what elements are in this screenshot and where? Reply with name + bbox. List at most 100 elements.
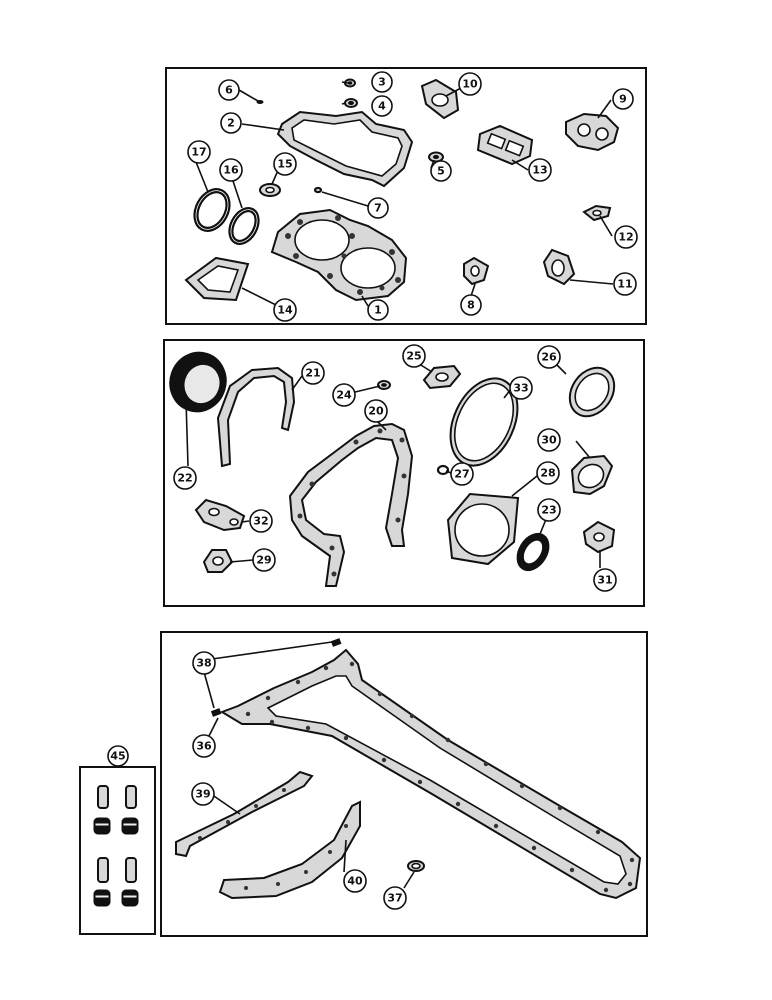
callout-8: 8 [460, 294, 482, 316]
valve-stem-seal-2 [121, 785, 139, 835]
small-seal-6 [256, 100, 264, 104]
washer-4-hole [348, 100, 354, 106]
svg-text:25: 25 [406, 350, 421, 363]
small-o-ring-7 [313, 186, 323, 194]
svg-text:45: 45 [110, 750, 125, 763]
curved-end-bolt-holes [244, 824, 348, 890]
callout-21: 21 [301, 361, 325, 385]
cover-gasket-30-opening [577, 463, 605, 489]
callout-45: 45 [107, 745, 129, 767]
svg-text:40: 40 [347, 875, 363, 888]
oil-pan-gasket-opening [266, 675, 627, 885]
callout-40: 40 [343, 869, 367, 893]
drain-plug-washer-hole [411, 862, 421, 870]
callout-12: 12 [614, 225, 638, 249]
svg-text:33: 33 [513, 382, 528, 395]
outlet-gasket-opening [431, 93, 449, 107]
washer-24-hole [381, 383, 387, 387]
side-rail-bolt-holes [198, 788, 286, 840]
callout-28: 28 [536, 461, 560, 485]
callout-32: 32 [249, 509, 273, 533]
timing-cover-bolt-holes [297, 428, 407, 577]
cylinder-bore-1 [294, 219, 350, 261]
callout-9: 9 [612, 88, 634, 110]
oil-seal-23-bore [522, 539, 544, 565]
svg-text:9: 9 [619, 93, 627, 106]
exhaust-port-1 [577, 123, 591, 137]
svg-text:36: 36 [196, 740, 212, 753]
callout-15: 15 [273, 152, 297, 176]
corner-seal-lower [210, 708, 222, 717]
callout-7: 7 [367, 197, 389, 219]
svg-text:2: 2 [227, 117, 235, 130]
callout-13: 13 [528, 158, 552, 182]
small-flange-opening [470, 265, 480, 277]
callout-25: 25 [402, 344, 426, 368]
small-flange-31-opening [593, 532, 605, 542]
callout-14: 14 [273, 298, 297, 322]
cover-gasket-26-opening [574, 372, 610, 412]
callout-33: 33 [509, 376, 533, 400]
svg-text:29: 29 [256, 554, 271, 567]
o-ring-medium-inner [231, 210, 257, 242]
o-ring-large-inner [196, 191, 228, 229]
head-gasket-bolt-holes [285, 215, 401, 295]
exhaust-flange-gasket [565, 112, 620, 152]
svg-text:10: 10 [462, 78, 478, 91]
callout-30: 30 [537, 428, 561, 452]
elongated-flange-hole-1 [208, 507, 220, 517]
svg-text:8: 8 [467, 299, 475, 312]
svg-text:38: 38 [196, 657, 211, 670]
callout-38: 38 [192, 651, 216, 675]
svg-text:32: 32 [253, 515, 268, 528]
o-ring-large [193, 188, 231, 232]
svg-text:17: 17 [191, 146, 206, 159]
callout-16: 16 [219, 158, 243, 182]
corner-seal-upper [330, 638, 342, 647]
timing-cover-gasket [288, 422, 414, 587]
oil-pan-bolt-holes [245, 661, 635, 893]
svg-text:21: 21 [305, 367, 320, 380]
o-ring-medium [228, 207, 260, 245]
svg-text:39: 39 [195, 788, 210, 801]
callout-27: 27 [450, 462, 474, 486]
svg-text:15: 15 [277, 158, 292, 171]
svg-text:13: 13 [532, 164, 547, 177]
callout-20: 20 [364, 399, 388, 423]
callout-5: 5 [430, 160, 452, 182]
callout-26: 26 [537, 345, 561, 369]
panel-valve-stem-seals [79, 766, 156, 935]
rear-main-seal-strip [216, 366, 296, 468]
callout-39: 39 [191, 782, 215, 806]
side-rail-gasket [175, 770, 314, 858]
svg-text:22: 22 [177, 472, 192, 485]
callout-17: 17 [187, 140, 211, 164]
svg-text:26: 26 [541, 351, 557, 364]
callout-29: 29 [252, 548, 276, 572]
svg-text:37: 37 [387, 892, 402, 905]
washer-3-hole [347, 81, 353, 85]
svg-text:23: 23 [541, 504, 556, 517]
valve-stem-seal-4 [121, 857, 139, 907]
callout-1: 1 [367, 299, 389, 321]
washer-5-hole [432, 154, 440, 160]
small-o-ring-27 [436, 464, 450, 476]
valve-stem-seal-1 [93, 785, 111, 835]
port-opening-2 [504, 139, 525, 157]
elongated-flange-hole-2 [229, 518, 239, 526]
elbow-gasket-opening [551, 259, 565, 277]
callout-2: 2 [220, 112, 242, 134]
callout-22: 22 [173, 466, 197, 490]
svg-text:27: 27 [454, 468, 469, 481]
svg-text:7: 7 [374, 202, 382, 215]
port-opening-1 [486, 132, 507, 150]
callout-24: 24 [332, 383, 356, 407]
valve-cover-gasket-opening [291, 119, 403, 177]
svg-text:30: 30 [541, 434, 557, 447]
valve-stem-seal-set [93, 785, 139, 907]
callout-36: 36 [192, 734, 216, 758]
crankshaft-seal-bore [183, 363, 221, 405]
svg-text:16: 16 [223, 164, 239, 177]
flange-gasket-opening [196, 265, 240, 293]
